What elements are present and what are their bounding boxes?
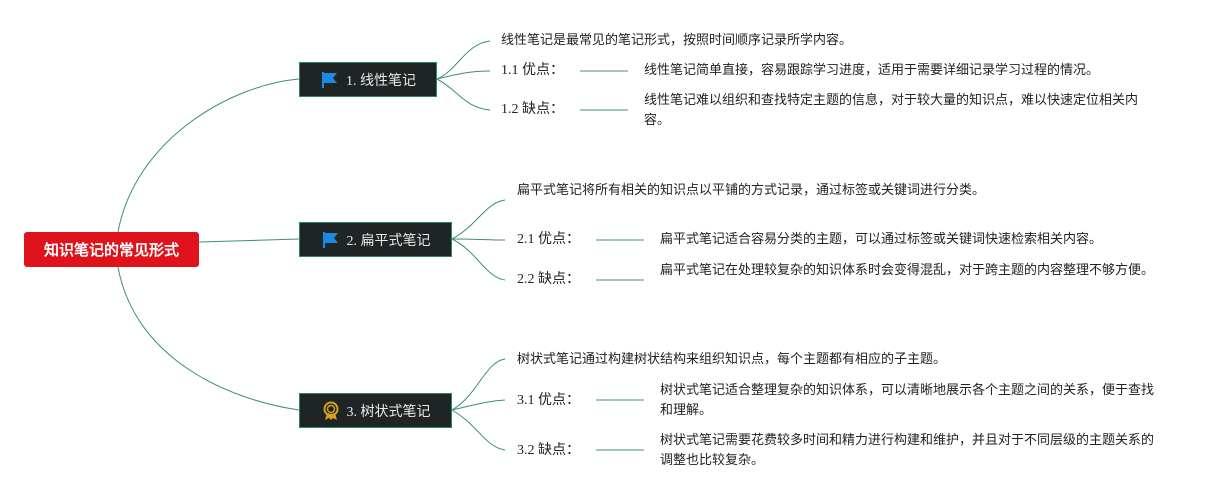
branch-node-linear[interactable]: 1. 线性笔记	[299, 62, 437, 97]
link-b2-pros	[451, 238, 506, 241]
root-label: 知识笔记的常见形式	[43, 241, 179, 259]
link-root-branch-3	[117, 266, 300, 411]
branch-3-pros-label: 3.1 优点：	[517, 393, 580, 408]
link-root-branch-1	[117, 78, 300, 233]
branch-label: 3. 树状式笔记	[346, 404, 431, 420]
branch-3-cons-text: 树状式笔记需要花费较多时间和精力进行构建和维护，并且对于不同层级的主题关系的调整…	[660, 433, 1155, 468]
link-root-branch-2	[198, 238, 300, 243]
branch-2-cons-text: 扁平式笔记在处理较复杂的知识体系时会变得混乱，对于跨主题的内容整理不够方便。	[660, 263, 1155, 278]
link-b2-cons	[451, 238, 506, 281]
link-b1-summary	[436, 40, 491, 80]
root-node[interactable]: 知识笔记的常见形式	[24, 232, 199, 267]
link-b2-summary	[451, 199, 506, 240]
branch-label: 1. 线性笔记	[346, 73, 416, 89]
link-b3-cons	[451, 409, 506, 451]
branch-1-cons-text: 线性笔记难以组织和查找特定主题的信息，对于较大量的知识点，难以快速定位相关内容。	[644, 93, 1139, 128]
branch-node-flat[interactable]: 2. 扁平式笔记	[299, 222, 452, 257]
branch-2-pros-label: 2.1 优点：	[517, 232, 580, 247]
branch-3-pros-text: 树状式笔记适合整理复杂的知识体系，可以清晰地展示各个主题之间的关系，便于查找和理…	[660, 383, 1155, 418]
link-b3-summary	[451, 358, 506, 411]
branch-3-cons-label: 3.2 缺点：	[517, 443, 580, 458]
branch-node-tree[interactable]: 3. 树状式笔记	[299, 393, 452, 428]
branch-label: 2. 扁平式笔记	[346, 233, 431, 249]
link-b1-pros	[436, 70, 491, 80]
branch-2-summary: 扁平式笔记将所有相关的知识点以平铺的方式记录，通过标签或关键词进行分类。	[517, 183, 986, 198]
link-b3-pros	[451, 399, 506, 411]
branch-3-summary: 树状式笔记通过构建树状结构来组织知识点，每个主题都有相应的子主题。	[517, 352, 947, 367]
award-ribbon-icon	[321, 401, 341, 421]
link-b1-cons	[436, 78, 491, 111]
branch-1-pros-label: 1.1 优点：	[501, 63, 564, 78]
flag-icon	[321, 230, 341, 250]
branch-2-cons-label: 2.2 缺点：	[517, 272, 580, 287]
branch-1-pros-text: 线性笔记简单直接，容易跟踪学习进度，适用于需要详细记录学习过程的情况。	[644, 63, 1100, 78]
branch-1-summary: 线性笔记是最常见的笔记形式，按照时间顺序记录所学内容。	[501, 33, 853, 48]
branch-2-pros-text: 扁平式笔记适合容易分类的主题，可以通过标签或关键词快速检索相关内容。	[660, 232, 1103, 247]
flag-icon	[320, 70, 340, 90]
branch-1-cons-label: 1.2 缺点：	[501, 102, 564, 117]
